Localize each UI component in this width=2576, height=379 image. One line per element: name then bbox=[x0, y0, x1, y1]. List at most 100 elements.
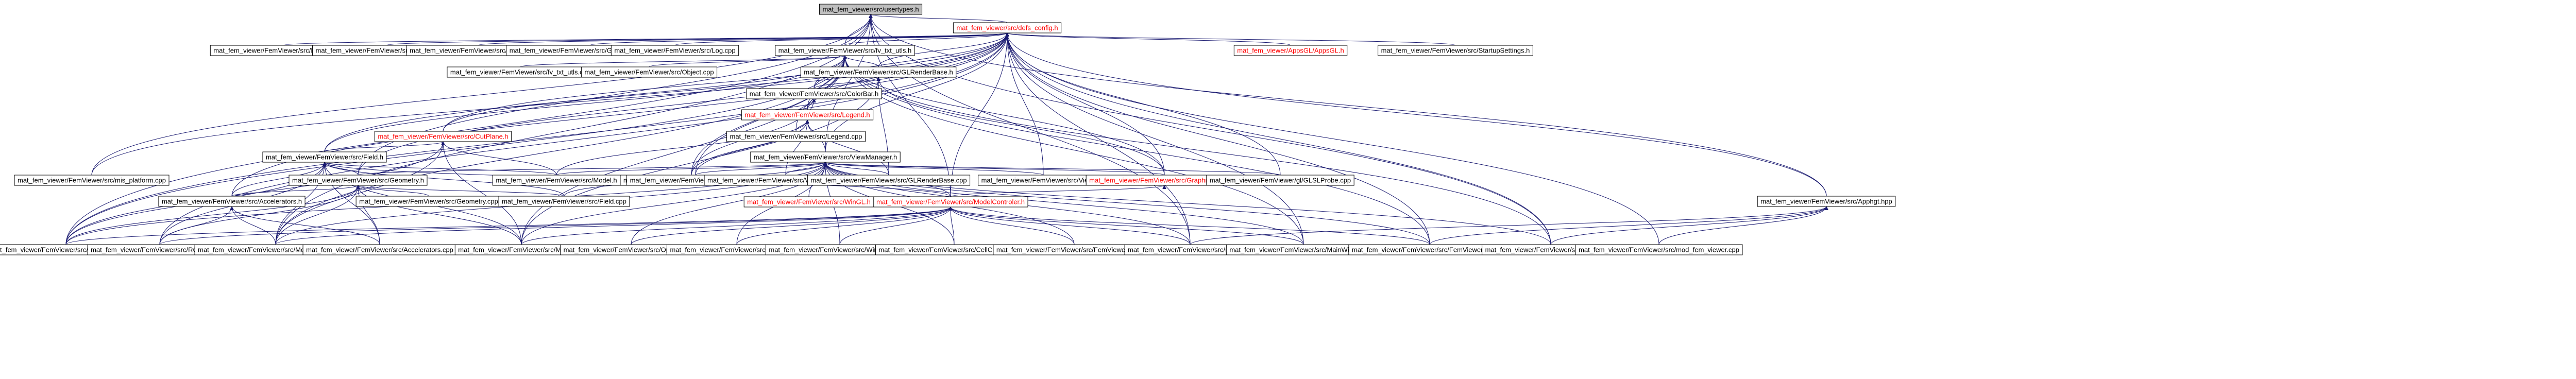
graph-node-label: mat_fem_viewer/FemViewer/src/Geometry.cp… bbox=[359, 198, 498, 205]
graph-edge bbox=[951, 206, 1304, 245]
graph-node[interactable]: mat_fem_viewer/FemViewer/src/ModelContro… bbox=[873, 196, 1028, 208]
graph-edge bbox=[950, 185, 1164, 197]
graph-node-label: mat_fem_viewer/FemViewer/src/ViewManager… bbox=[754, 153, 897, 161]
graph-node[interactable]: mat_fem_viewer/src/defs_config.h bbox=[953, 22, 1062, 33]
graph-edge bbox=[556, 162, 825, 176]
graph-edge bbox=[520, 55, 845, 67]
graph-edge bbox=[358, 185, 380, 245]
graph-node[interactable]: mat_fem_viewer/FemViewer/gl/GLSLProbe.cp… bbox=[1206, 175, 1354, 186]
graph-node-box bbox=[374, 131, 512, 142]
graph-node[interactable]: mat_fem_viewer/FemViewer/src/CutPlane.h bbox=[374, 131, 512, 142]
graph-node[interactable]: mat_fem_viewer/FemViewer/src/WinGL.h bbox=[743, 196, 874, 208]
graph-edge bbox=[159, 206, 951, 245]
graph-edge bbox=[324, 141, 443, 152]
graph-node[interactable]: mat_fem_viewer/FemViewer/src/main.cpp bbox=[1124, 244, 1256, 255]
graph-node-label: mat_fem_viewer/FemViewer/src/Geometry.h bbox=[292, 177, 424, 184]
graph-edge bbox=[825, 162, 1165, 176]
graph-edge bbox=[478, 32, 1007, 46]
graph-node-box bbox=[581, 66, 718, 78]
graph-node[interactable]: mat_fem_viewer/FemViewer/src/Geometry.h bbox=[289, 175, 428, 186]
graph-node[interactable]: mat_fem_viewer/FemViewer/src/Accelerator… bbox=[158, 196, 306, 207]
graph-edge bbox=[231, 162, 325, 197]
graph-edge bbox=[275, 185, 358, 245]
graph-node[interactable]: mat_fem_viewer/FemViewer/src/Mesh.cpp bbox=[454, 244, 588, 255]
graph-node-label: mat_fem_viewer/FemViewer/src/mis_platfor… bbox=[18, 177, 166, 184]
graph-node-box bbox=[1206, 175, 1354, 186]
graph-edge bbox=[845, 55, 879, 67]
graph-node[interactable]: mat_fem_viewer/FemViewer/src/GLRenderBas… bbox=[800, 66, 957, 78]
graph-edge bbox=[443, 33, 1007, 132]
graph-edge bbox=[871, 14, 1551, 245]
graph-edge bbox=[1007, 33, 1044, 176]
graph-node-label: mat_fem_viewer/FemViewer/src/FemViewerAp… bbox=[996, 246, 1152, 254]
graph-node[interactable]: mat_fem_viewer/FemViewer/src/ViewManager… bbox=[750, 151, 901, 163]
graph-node-root[interactable]: mat_fem_viewer/src/usertypes.h bbox=[819, 4, 923, 15]
graph-node[interactable]: mat_fem_viewer/FemViewer/src/fv_txt_utls… bbox=[775, 45, 915, 56]
graph-node[interactable]: mat_fem_viewer/FemViewer/src/Apphgt.hpp bbox=[1757, 196, 1896, 207]
graph-node-box bbox=[741, 109, 874, 120]
graph-node-label: mat_fem_viewer/FemViewer/src/GLRenderBas… bbox=[804, 68, 953, 76]
graph-node-box bbox=[807, 175, 971, 186]
graph-edge bbox=[871, 14, 1008, 23]
graph-edge bbox=[589, 32, 1007, 46]
graph-node[interactable]: mat_fem_viewer/FemViewer/src/mod_fem_vie… bbox=[1575, 244, 1743, 255]
graph-edge bbox=[1007, 33, 1304, 245]
graph-node[interactable]: mat_fem_viewer/FemViewer/src/GraphicMesh… bbox=[1086, 175, 1243, 186]
graph-node-label: mat_fem_viewer/FemViewer/src/FemViewerAp… bbox=[1352, 246, 1507, 254]
graph-node-label: mat_fem_viewer/src/usertypes.h bbox=[822, 6, 919, 13]
graph-node[interactable]: mat_fem_viewer/FemViewer/src/StartupSett… bbox=[1378, 45, 1533, 56]
graph-node[interactable]: mat_fem_viewer/FemViewer/src/Geometry.cp… bbox=[355, 196, 502, 207]
graph-edge bbox=[232, 206, 276, 245]
graph-node-box bbox=[158, 196, 306, 207]
graph-node[interactable]: mat_fem_viewer/FemViewer/src/ColorBar.h bbox=[746, 88, 882, 99]
graph-node-label: mat_fem_viewer/FemViewer/src/Accelerator… bbox=[162, 198, 302, 205]
graph-node[interactable]: mat_fem_viewer/FemViewer/src/Field.cpp bbox=[498, 196, 630, 207]
graph-edge bbox=[871, 14, 1827, 197]
graph-node[interactable]: mat_fem_viewer/FemViewer/src/View.cpp bbox=[978, 175, 1109, 186]
graph-node-label: mat_fem_viewer/AppsGL/AppsGL.h bbox=[1237, 47, 1344, 55]
graph-node-label: mat_fem_viewer/FemViewer/src/Apphgt.hpp bbox=[1760, 198, 1892, 205]
graph-node-label: mat_fem_viewer/src/defs_config.h bbox=[956, 24, 1058, 32]
graph-edge bbox=[695, 162, 825, 176]
graph-node-label: mat_fem_viewer/FemViewer/src/GraphicMesh… bbox=[1089, 177, 1240, 184]
graph-node-box bbox=[14, 175, 170, 186]
graph-node[interactable]: mat_fem_viewer/FemViewer/src/fv_txt_utls… bbox=[447, 66, 594, 78]
graph-node[interactable]: mat_fem_viewer/FemViewer/src/Accelerator… bbox=[302, 244, 457, 255]
graph-node-label: mat_fem_viewer/FemViewer/src/ModelContro… bbox=[876, 198, 1025, 206]
graph-node-label: mat_fem_viewer/FemViewer/src/fv_txt_utls… bbox=[450, 68, 590, 76]
graph-edge bbox=[159, 33, 1007, 245]
graph-edge bbox=[736, 206, 951, 245]
graph-node-label: mat_fem_viewer/FemViewer/src/Field.h bbox=[266, 153, 383, 161]
graph-edge bbox=[785, 120, 807, 176]
graph-node-box bbox=[289, 175, 428, 186]
graph-node[interactable]: mat_fem_viewer/FemViewer/src/Model.h bbox=[492, 175, 621, 186]
graph-node[interactable]: mat_fem_viewer/FemViewer/src/OpenGL.cpp bbox=[560, 244, 702, 255]
graph-node-label: mat_fem_viewer/FemViewer/src/RContext.cp… bbox=[91, 246, 229, 254]
graph-node[interactable]: mat_fem_viewer/FemViewer/src/mis_platfor… bbox=[14, 175, 170, 186]
graph-node[interactable]: mat_fem_viewer/FemViewer/src/FemViewerAp… bbox=[993, 244, 1156, 255]
graph-node[interactable]: mat_fem_viewer/AppsGL/AppsGL.h bbox=[1233, 45, 1348, 56]
graph-edge bbox=[275, 206, 951, 245]
graph-node[interactable]: mat_fem_viewer/FemViewer/src/Object.cpp bbox=[581, 66, 718, 78]
graph-node-label: mat_fem_viewer/FemViewer/src/mod_fem_vie… bbox=[1579, 246, 1739, 254]
graph-node[interactable]: mat_fem_viewer/FemViewer/src/Legend.h bbox=[741, 109, 874, 120]
graph-edge bbox=[1007, 33, 1827, 197]
graph-edge bbox=[325, 162, 565, 197]
graph-edge bbox=[871, 14, 1191, 245]
graph-edge bbox=[324, 33, 1007, 152]
graph-edge bbox=[358, 185, 429, 197]
graph-node[interactable]: mat_fem_viewer/FemViewer/src/Field.h bbox=[262, 151, 387, 163]
graph-edge bbox=[871, 14, 951, 197]
graph-node-box bbox=[492, 175, 621, 186]
graph-edge bbox=[358, 33, 1007, 176]
graph-node-label: mat_fem_viewer/FemViewer/src/main.cpp bbox=[1128, 246, 1252, 254]
graph-edge bbox=[845, 56, 1551, 245]
graph-edge bbox=[1007, 33, 1430, 245]
graph-node[interactable]: mat_fem_viewer/FemViewer/src/MainWindow.… bbox=[1226, 244, 1381, 255]
graph-node[interactable]: mat_fem_viewer/FemViewer/src/GLRenderBas… bbox=[807, 175, 971, 186]
graph-node[interactable]: mat_fem_viewer/FemViewer/src/Legend.cpp bbox=[726, 131, 866, 142]
graph-node-box bbox=[726, 131, 866, 142]
graph-node[interactable]: mat_fem_viewer/FemViewer/src/Log.cpp bbox=[611, 45, 739, 56]
graph-edge bbox=[386, 32, 1007, 46]
graph-node-box bbox=[743, 196, 874, 208]
